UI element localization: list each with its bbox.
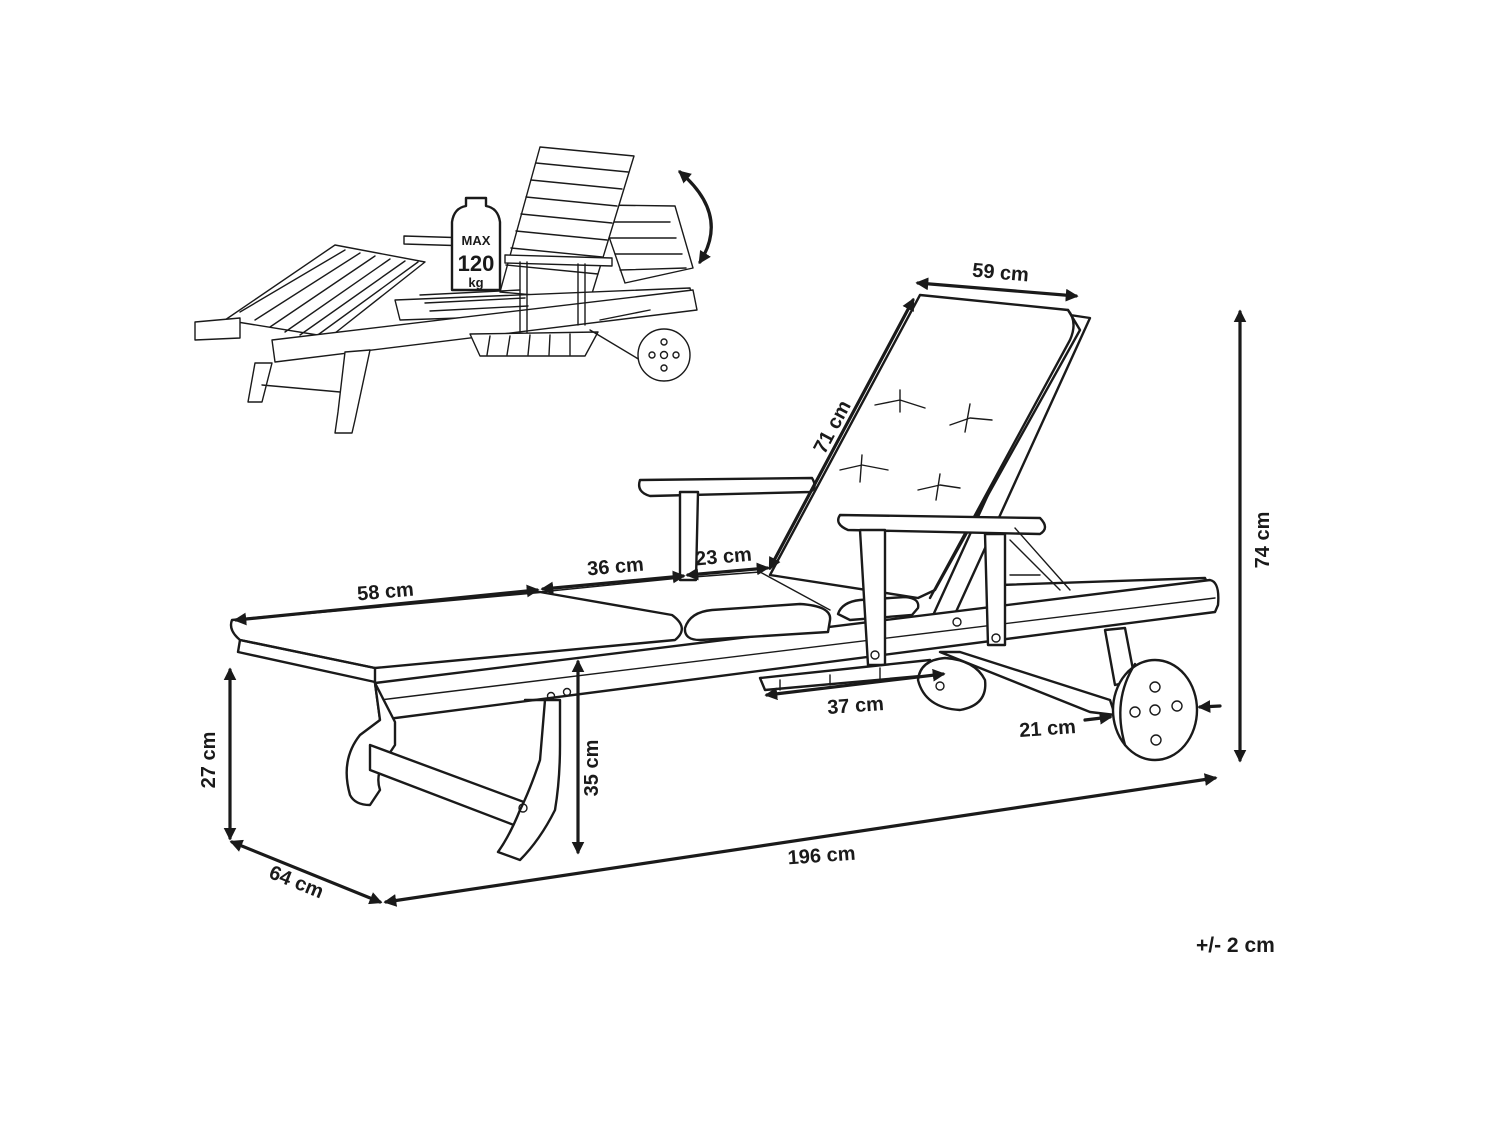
max-load-badge: MAX 120 kg <box>450 196 502 292</box>
label-seat-section: 23 cm <box>694 544 752 571</box>
dim-line-71 <box>768 297 915 571</box>
max-load-unit-text: kg <box>468 275 483 290</box>
label-length: 196 cm <box>787 843 856 870</box>
inset-lounger-illustration <box>194 146 713 434</box>
dim-line-64 <box>229 839 383 905</box>
label-total-height: 74 cm <box>1252 512 1274 569</box>
main-lounger-illustration <box>229 293 1220 862</box>
dim-line-37 <box>764 668 946 701</box>
dimension-lines <box>223 277 1247 907</box>
label-middle-section: 36 cm <box>586 554 644 581</box>
tolerance-note: +/- 2 cm <box>1196 934 1275 957</box>
dim-line-21-left <box>1083 711 1113 725</box>
dim-line-36 <box>540 570 686 595</box>
max-load-value-text: 120 <box>458 251 495 276</box>
label-backrest-width: 59 cm <box>971 260 1029 287</box>
dim-line-21-right <box>1197 700 1222 713</box>
dim-line-58 <box>233 584 540 626</box>
label-seat-height: 35 cm <box>581 740 603 797</box>
label-tray-width: 37 cm <box>827 693 885 719</box>
dim-line-23 <box>685 562 770 581</box>
label-leg-section: 58 cm <box>356 579 414 606</box>
dim-line-196 <box>383 773 1218 907</box>
max-load-top-text: MAX <box>462 233 491 248</box>
label-wheel-diameter: 21 cm <box>1019 716 1077 742</box>
label-frame-height: 27 cm <box>198 732 220 789</box>
dim-line-59 <box>915 277 1079 302</box>
